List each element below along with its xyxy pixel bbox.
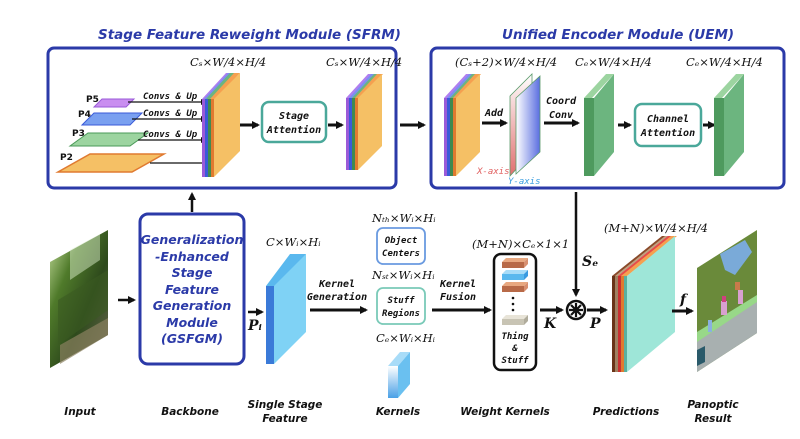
gsfgm-line-3: Stage (172, 265, 213, 280)
pyramid-level-p4: P4 (78, 110, 144, 126)
uem-title: Unified Encoder Module (UEM) (502, 27, 734, 43)
gsfgm-line-5: Generation (153, 298, 232, 313)
sfrm-box (46, 46, 398, 190)
stage-attention-label-2: Attention (266, 124, 321, 136)
pyramid-level-p5: P5 (86, 95, 136, 108)
caption-predictions: Predictions (593, 406, 660, 418)
object-centers-block: Object Centers (376, 227, 426, 265)
caption-input: Input (64, 406, 96, 418)
ellipsis-dot (511, 296, 515, 300)
reweighted-stage-features (346, 74, 383, 170)
stacked-stage-features (202, 73, 240, 177)
caption-panoptic-2: Result (694, 413, 732, 425)
caption-single-stage-1: Single Stage (248, 399, 323, 411)
coord-conv-features (584, 74, 614, 176)
ellipsis-dot (511, 308, 515, 312)
pi-label: Pᵢ (247, 318, 262, 334)
channel-attention-label-2: Attention (640, 127, 695, 139)
gsfgm-block: Generalization -Enhanced Stage Feature G… (138, 212, 246, 366)
gsfgm-line-6: Module (166, 315, 218, 330)
uem-mid-dim: Cₑ×W/4×H/4 (575, 55, 652, 69)
kernels-dim: Cₑ×Wᵢ×Hᵢ (376, 331, 435, 345)
kernels-block (388, 352, 410, 398)
x-axis-label: X-axis (476, 167, 510, 177)
single-stage-dim: C×Wᵢ×Hᵢ (266, 235, 321, 249)
kernel-generation-label-2: Generation (307, 291, 367, 303)
kernel-blue (502, 270, 528, 280)
p-label: P (589, 316, 601, 332)
pyramid-level-p2: P2 (55, 153, 167, 173)
gsfgm-line-2: -Enhanced (155, 249, 230, 264)
convolution-operator-icon (565, 299, 587, 321)
kernel-generation-label-1: Kernel (318, 279, 355, 290)
predictions-block (612, 236, 677, 372)
gsfgm-line-7: (GSFGM) (161, 331, 223, 346)
p4-label: P4 (78, 110, 91, 120)
object-centers-label-1: Object (385, 235, 418, 246)
channel-attention-label-1: Channel (647, 114, 689, 125)
encoder-output-features (714, 74, 744, 176)
coord-conv-label-2: Conv (549, 110, 574, 121)
uem-box (429, 46, 786, 190)
object-centers-dim: Nₜₕ×Wᵢ×Hᵢ (371, 211, 436, 225)
caption-backbone: Backbone (161, 406, 219, 418)
caption-kernels: Kernels (376, 406, 420, 418)
se-label: Sₑ (582, 254, 598, 270)
input-image (50, 230, 108, 368)
kernel-brown-2 (502, 282, 528, 292)
kernel-fusion-label-1: Kernel (439, 279, 476, 290)
p3-label: P3 (72, 129, 85, 139)
convs-label-p4: Convs & Up (143, 109, 198, 119)
k-label: K (543, 316, 557, 332)
stuff-regions-dim: Nₛₜ×Wᵢ×Hᵢ (371, 268, 435, 282)
coord-maps (509, 73, 541, 178)
stuff-regions-label-2: Regions (382, 308, 420, 319)
uem-in-dim: (Cₛ+2)×W/4×H/4 (455, 55, 557, 69)
convs-label-p5: Convs & Up (143, 92, 198, 102)
ellipsis-dot (511, 302, 515, 306)
thing-label: Thing (501, 331, 529, 342)
sfrm-out-dim: Cₛ×W/4×H/4 (326, 55, 402, 69)
f-label: f (679, 292, 689, 308)
caption-single-stage-2: Feature (262, 413, 307, 425)
object-centers-label-2: Centers (382, 249, 420, 259)
y-axis-label: Y-axis (508, 177, 541, 187)
caption-weight-kernels: Weight Kernels (460, 406, 550, 418)
p5-label: P5 (86, 95, 99, 105)
p2-label: P2 (60, 153, 73, 163)
caption-panoptic-1: Panoptic (687, 399, 739, 411)
kernel-brown-1 (502, 258, 528, 268)
stage-attention-block: Stage Attention (260, 100, 328, 144)
sfrm-title: Stage Feature Reweight Module (SFRM) (98, 27, 401, 43)
kernel-gray (502, 315, 528, 325)
weight-kernels-block: Thing & Stuff (492, 252, 538, 372)
uem-out-dim: Cₑ×W/4×H/4 (686, 55, 763, 69)
predictions-dim: (M+N)×W/4×H/4 (604, 221, 708, 235)
channel-attention-block: Channel Attention (633, 102, 703, 148)
convs-label-p3: Convs & Up (143, 130, 198, 140)
pyramid-level-p3: P3 (68, 129, 150, 147)
uem-input-features (444, 74, 481, 176)
panoptic-result-image (697, 230, 757, 372)
gsfgm-line-4: Feature (165, 282, 219, 297)
stuff-regions-label-1: Stuff (387, 296, 415, 306)
stuff-regions-block: Stuff Regions (376, 287, 426, 325)
stage-attention-label-1: Stage (279, 111, 309, 122)
sfrm-in-dim: Cₛ×W/4×H/4 (190, 55, 266, 69)
gsfgm-line-1: Generalization (141, 232, 244, 247)
single-stage-feature (266, 254, 306, 364)
coord-conv-label-1: Coord (546, 96, 577, 107)
weight-kernels-dim: (M+N)×Cₑ×1×1 (472, 237, 569, 251)
kernel-fusion-label-2: Fusion (440, 291, 476, 303)
and-label: & (511, 344, 518, 354)
add-label: Add (484, 108, 504, 119)
stuff-label: Stuff (501, 356, 529, 366)
